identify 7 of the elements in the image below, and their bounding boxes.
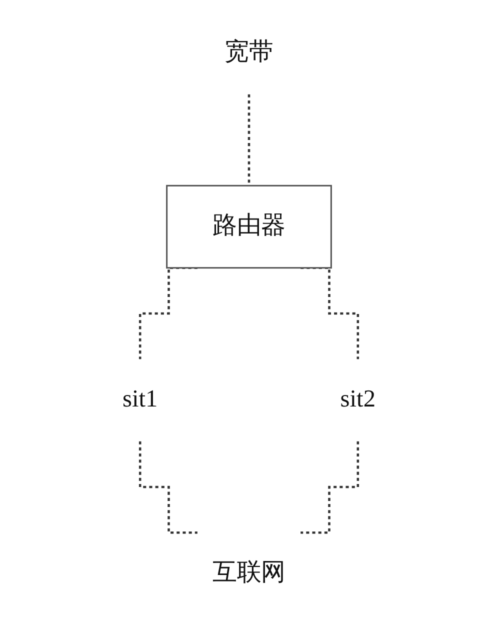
connector [138, 440, 198, 534]
node-text: sit2 [340, 386, 376, 412]
node-text: 宽带 [224, 40, 274, 66]
node-text: 互联网 [212, 560, 286, 586]
node-text: sit1 [122, 386, 158, 412]
connector [300, 440, 360, 534]
node-box: 路由器 [166, 184, 332, 269]
